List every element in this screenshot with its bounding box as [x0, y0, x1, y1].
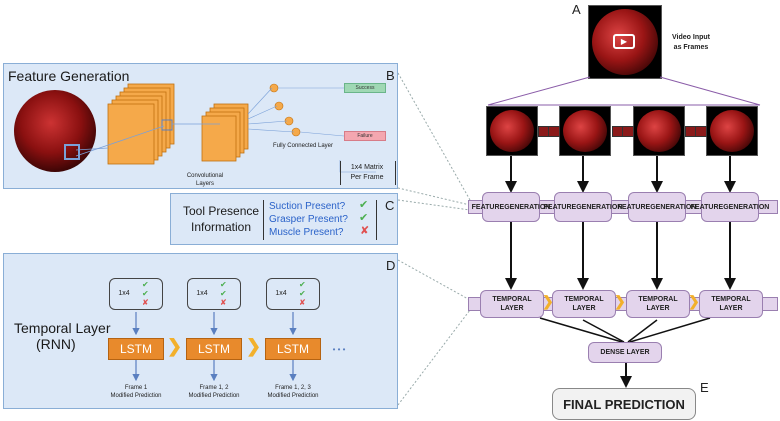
chevron-right-icon: ❯ [246, 336, 262, 356]
mini-check-icons-3: ✔✔✘ [299, 280, 306, 307]
frame-thumbnail-2 [559, 106, 611, 156]
matrix-card-2 [187, 278, 241, 310]
video-input-frame: ▶ [588, 5, 662, 79]
frame-thumbnail-1 [486, 106, 538, 156]
muscle-present: Muscle Present? [269, 227, 344, 238]
failure-node: Failure [344, 131, 386, 141]
caption-2-line2: Modified Prediction [188, 393, 240, 399]
conv-layers-label-1: Convolutional [186, 173, 224, 179]
temporal-layer-box-3: TEMPORAL LAYER [626, 290, 690, 318]
label-c: C [385, 198, 395, 213]
temporal-layer-title-1: Temporal Layer [14, 320, 111, 336]
dense-layer-box: DENSE LAYER [588, 342, 662, 363]
chevron-right-icon: ❯ [614, 293, 626, 309]
caption-1-line1: Frame 1 [124, 385, 148, 391]
caption-3-line2: Modified Prediction [267, 393, 319, 399]
cross-icon: ✘ [360, 225, 370, 237]
caption-2-line1: Frame 1, 2 [199, 385, 229, 391]
tool-presence-panel: Tool Presence Information C Suction Pres… [170, 193, 398, 245]
final-prediction-box: FINAL PREDICTION [552, 388, 696, 420]
tool-presence-title-1: Tool Presence [183, 204, 260, 218]
endoscopic-frame-image [14, 90, 96, 172]
fully-connected-label: Fully Connected Layer [272, 143, 334, 149]
temporal-layer-box-2: TEMPORAL LAYER [552, 290, 616, 318]
frame-thumbnail-3 [633, 106, 685, 156]
continuation-ellipsis: • • • [332, 345, 346, 354]
lstm-cell-3: LSTM [265, 338, 321, 360]
feature-generation-band [468, 200, 778, 214]
grasper-present: Grasper Present? [269, 214, 348, 225]
feature-generation-title: Feature Generation [8, 68, 130, 84]
success-node: Success [344, 83, 386, 93]
frame-thumbnail-4 [706, 106, 758, 156]
matrix-text-3: 1x4 [275, 290, 287, 297]
tool-list-bracket [263, 200, 377, 240]
temporal-layer-box-4: TEMPORAL LAYER [699, 290, 763, 318]
lstm-cell-1: LSTM [108, 338, 164, 360]
matrix-card-1 [109, 278, 163, 310]
frame-mini-4 [622, 126, 634, 137]
lstm-cell-2: LSTM [186, 338, 242, 360]
mini-check-icons-2: ✔✔✘ [220, 280, 227, 307]
temporal-layer-panel: Temporal Layer (RNN) D 1x4 1x4 1x4 ✔✔✘ ✔… [3, 253, 398, 409]
frame-mini-2 [548, 126, 560, 137]
label-b: B [386, 68, 395, 83]
chevron-right-icon: ❯ [167, 336, 183, 356]
lstm-arrows [132, 312, 297, 382]
label-e: E [700, 380, 709, 395]
matrix-text-2: 1x4 [196, 290, 208, 297]
video-input-label-1: Video Input [672, 34, 710, 41]
frame-mini-6 [695, 126, 707, 137]
matrix-label-2: Per Frame [350, 174, 384, 181]
label-a: A [572, 2, 581, 17]
mini-check-icons-1: ✔✔✘ [142, 280, 149, 307]
cnn-illustration [75, 83, 376, 173]
conv-layers-label-2: Layers [195, 181, 214, 187]
caption-3-line1: Frame 1, 2, 3 [275, 385, 311, 391]
matrix-bracket-box [340, 161, 396, 185]
temporal-layer-box-1: TEMPORAL LAYER [480, 290, 544, 318]
play-icon: ▶ [613, 34, 635, 49]
matrix-card-3 [266, 278, 320, 310]
crop-box [64, 144, 80, 160]
chevron-right-icon: ❯ [688, 293, 700, 309]
temporal-layer-title-2: (RNN) [36, 336, 76, 352]
suction-present: Suction Present? [269, 201, 346, 212]
feature-generation-panel: Feature Generation B [3, 63, 398, 189]
caption-1-line2: Modified Prediction [110, 393, 162, 399]
tool-presence-title-2: Information [191, 220, 252, 234]
video-input-label-2: as Frames [673, 44, 709, 51]
check-icon: ✔ [359, 199, 369, 211]
label-d: D [386, 258, 396, 273]
matrix-text-1: 1x4 [118, 290, 130, 297]
check-icon: ✔ [359, 212, 369, 224]
chevron-right-icon: ❯ [542, 293, 554, 309]
matrix-label-1: 1x4 Matrix [350, 164, 384, 171]
